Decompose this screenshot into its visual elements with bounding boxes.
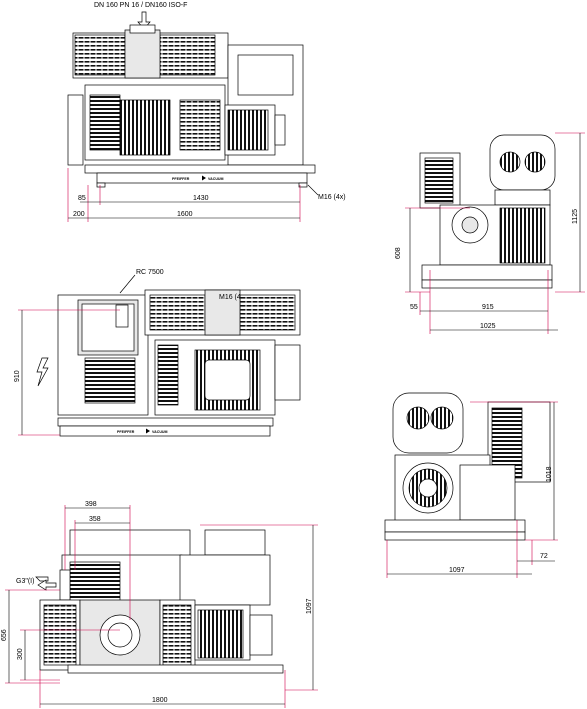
dim-656: 656 xyxy=(1,629,8,641)
dim-608: 608 xyxy=(395,247,402,259)
mount-bolt-label-2: M16 (4 xyxy=(219,294,241,301)
outlet-arrow-icon xyxy=(37,579,57,591)
dims-side-2 xyxy=(386,401,558,578)
brand-label-front: PFEIFFER xyxy=(172,177,190,181)
dim-1097-bottom: 1097 xyxy=(449,567,465,574)
dim-1097-right: 1097 xyxy=(306,598,313,614)
view-rear: PFEIFFER VACUUM xyxy=(36,274,301,437)
gas-connection-label: G3"(I) xyxy=(16,578,34,585)
dims-front xyxy=(67,168,319,222)
dim-910: 910 xyxy=(14,370,21,382)
dims-top xyxy=(5,505,318,708)
dim-1018: 1018 xyxy=(546,466,553,482)
view-top xyxy=(35,529,284,674)
dim-300: 300 xyxy=(17,648,24,660)
dim-85: 85 xyxy=(78,195,86,202)
brand-label-rear-2: VACUUM xyxy=(152,430,168,434)
view-side xyxy=(419,134,556,289)
dim-55: 55 xyxy=(410,304,418,311)
mount-bolt-label: M16 (4x) xyxy=(318,194,346,201)
dims-rear xyxy=(18,309,120,436)
brand-label-rear: PFEIFFER xyxy=(117,430,135,434)
dim-915: 915 xyxy=(482,304,494,311)
dim-200: 200 xyxy=(73,211,85,218)
flange-label: DN 160 PN 16 / DN160 ISO-F xyxy=(94,2,187,9)
dim-1125: 1125 xyxy=(572,209,579,224)
controller-label: RC 7500 xyxy=(136,269,164,276)
dim-1430: 1430 xyxy=(193,195,209,202)
view-front: DN 160 PN 16 / DN160 ISO-F PFEIFFER VACU… xyxy=(67,2,316,188)
dim-1025: 1025 xyxy=(480,323,496,330)
dim-1800: 1800 xyxy=(152,697,168,704)
view-side-2 xyxy=(384,392,551,541)
dim-398: 398 xyxy=(85,501,97,508)
dims-side xyxy=(405,132,585,334)
dim-1600: 1600 xyxy=(177,211,193,218)
dim-358: 358 xyxy=(89,516,101,523)
electrical-hazard-icon xyxy=(36,357,49,387)
brand-label-front-2: VACUUM xyxy=(208,177,224,181)
dim-72: 72 xyxy=(540,553,548,560)
